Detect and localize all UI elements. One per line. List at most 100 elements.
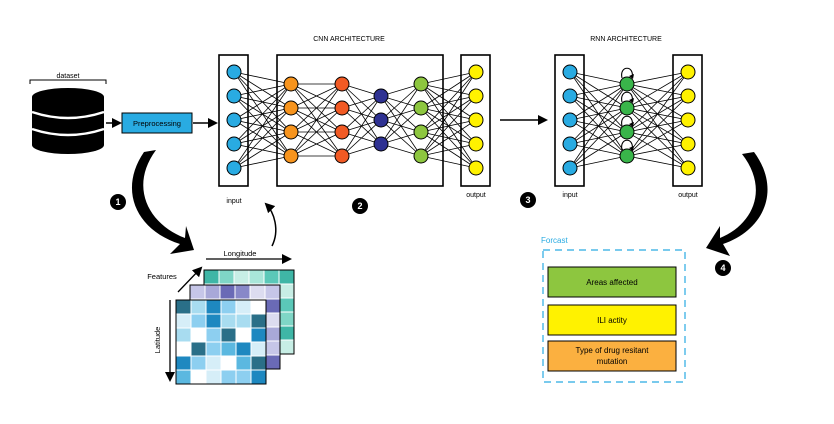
rnn-title: RNN ARCHITECTURE	[590, 36, 662, 43]
cnn-connection	[290, 131, 343, 157]
grid-cell	[219, 284, 236, 300]
cnn-connection	[290, 83, 343, 157]
rnn-node-layer-2	[619, 124, 635, 140]
grid-cell	[250, 313, 267, 329]
rnn-node-layer-1	[562, 88, 578, 104]
cnn-connection	[420, 71, 477, 133]
rnn-node-layer-2	[619, 100, 635, 116]
forecast-item-areas-affected: Areas affected	[547, 266, 677, 298]
rnn-node-layer-3	[680, 136, 696, 152]
rnn-node-layer-1	[562, 136, 578, 152]
grid-cell	[250, 341, 267, 357]
cnn-connection	[290, 83, 343, 133]
grid-cell	[205, 355, 222, 371]
grid-cell	[220, 369, 237, 385]
cnn-connection	[233, 83, 292, 97]
rnn-connection	[626, 71, 689, 157]
cnn-connection	[380, 107, 422, 145]
cnn-node-layer-3	[334, 148, 350, 164]
cnn-node-layer-2	[283, 124, 299, 140]
cnn-connection	[380, 83, 422, 121]
cnn-node-layer-2	[283, 148, 299, 164]
grid-cell	[235, 313, 252, 329]
grid-cell	[235, 299, 252, 315]
rnn-nodes	[562, 64, 696, 176]
grid-cell	[250, 299, 267, 315]
forecast-item-label: Type of drug resitant	[576, 346, 650, 355]
grid-cell	[190, 327, 207, 343]
grid-cell	[205, 299, 222, 315]
curved-arrow-to-forecast	[706, 152, 768, 256]
step-number-3: 3	[525, 195, 530, 205]
cnn-connection	[233, 83, 292, 145]
cnn-title: CNN ARCHITECTURE	[313, 36, 385, 43]
rnn-connection	[626, 71, 689, 133]
grid-cell	[235, 369, 252, 385]
grid-cell	[264, 354, 281, 370]
forecast-item-label: ILI actity	[597, 316, 627, 325]
cnn-connection	[420, 71, 477, 157]
recurrent-loop-arrowhead	[629, 74, 634, 79]
forecast-item-ili-activity: ILI actity	[547, 304, 677, 336]
grid-cell	[220, 299, 237, 315]
grid-cell	[175, 355, 192, 371]
cnn-output-layer-box	[460, 54, 491, 187]
cnn-connection	[341, 95, 382, 157]
step-number-2: 2	[357, 201, 362, 211]
grid-cell	[175, 299, 192, 315]
database-icon	[31, 88, 105, 154]
cnn-node-layer-6	[468, 64, 484, 80]
rnn-connection	[569, 83, 628, 169]
grid-cell	[234, 284, 251, 300]
grid-cell	[203, 269, 220, 285]
grid-cell	[175, 341, 192, 357]
grid-cell	[250, 369, 267, 385]
forecast-title: Forcast	[541, 236, 568, 245]
cnn-node-layer-1	[226, 64, 242, 80]
rnn-node-layer-3	[680, 88, 696, 104]
preprocessing-box	[121, 112, 193, 134]
cnn-connection	[233, 155, 292, 169]
cnn-connection	[290, 83, 343, 109]
cnn-node-layer-3	[334, 100, 350, 116]
cnn-connections	[233, 71, 477, 169]
cnn-connection	[420, 95, 477, 157]
cnn-node-layer-2	[283, 76, 299, 92]
cnn-hidden-layers-box	[276, 54, 444, 187]
cnn-connection	[420, 143, 477, 157]
cnn-input-label: input	[226, 198, 241, 205]
data-grid-stack	[175, 269, 295, 385]
grid-cell	[264, 312, 281, 328]
rnn-node-layer-3	[680, 160, 696, 176]
cnn-node-layer-6	[468, 112, 484, 128]
rnn-connection	[626, 71, 689, 85]
cnn-node-layer-5	[413, 148, 429, 164]
grid-cell	[190, 313, 207, 329]
grid-cell	[264, 298, 281, 314]
rnn-connection	[626, 71, 689, 109]
cnn-connection	[341, 95, 382, 133]
rnn-output-label: output	[678, 192, 698, 199]
grid-cell	[264, 284, 281, 300]
cnn-node-layer-1	[226, 160, 242, 176]
grid-cell	[250, 327, 267, 343]
dataset-bracket	[29, 79, 107, 84]
cnn-node-layer-1	[226, 88, 242, 104]
grid-cell	[220, 327, 237, 343]
grid-cell	[204, 284, 221, 300]
grid-cell	[250, 355, 267, 371]
rnn-connection	[569, 83, 628, 121]
dataset-label: dataset	[57, 73, 80, 80]
rnn-node-layer-2	[619, 76, 635, 92]
cnn-node-layer-5	[413, 124, 429, 140]
grid-cell	[205, 341, 222, 357]
grid-cell	[278, 311, 295, 327]
rnn-connection	[569, 83, 628, 97]
grid-cell	[278, 339, 295, 355]
step-badge-3: 3	[520, 192, 536, 208]
forecast-panel	[542, 249, 686, 383]
rnn-node-layer-1	[562, 160, 578, 176]
preprocessing-label: Preprocessing	[133, 119, 181, 128]
cnn-node-layer-1	[226, 136, 242, 152]
grid-cell	[235, 327, 252, 343]
